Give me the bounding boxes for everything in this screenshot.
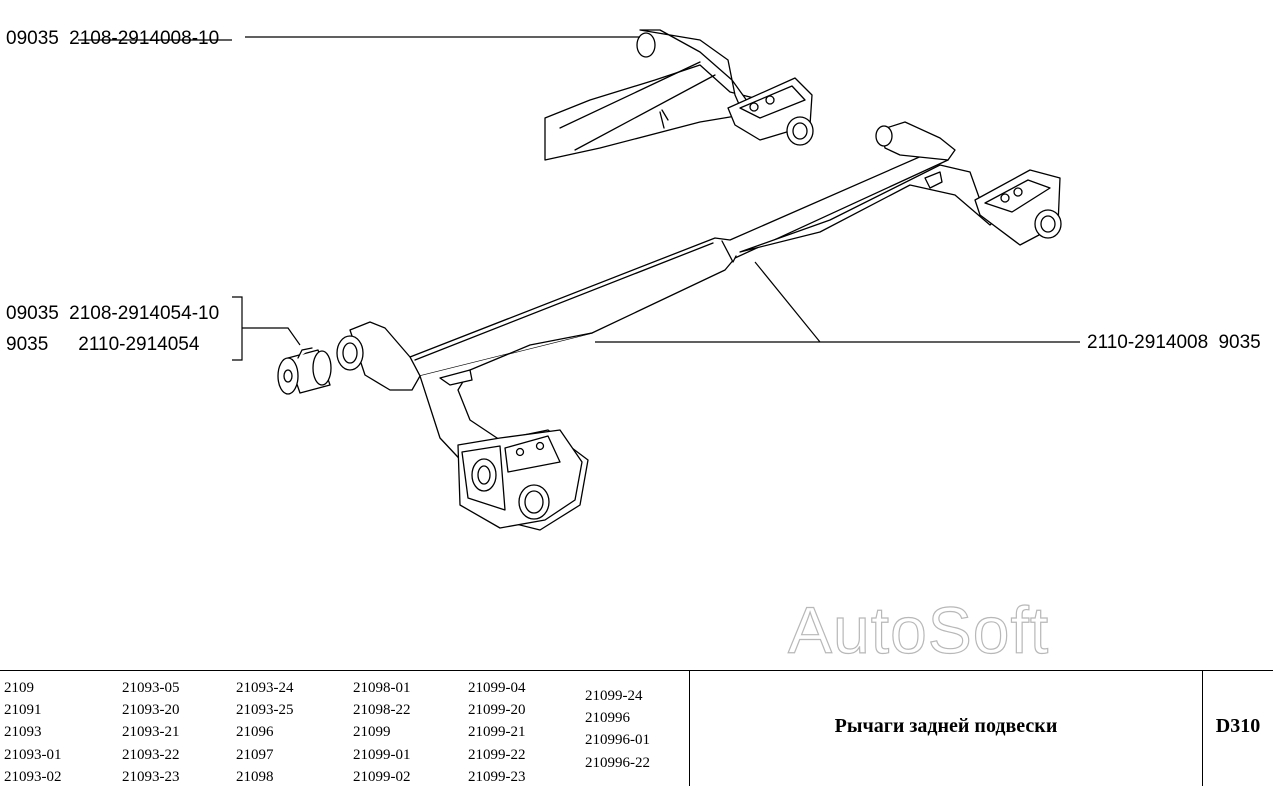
model-column: 21093-05 21093-20 21093-21 21093-22 2109…: [122, 677, 180, 788]
model-code: 21099-22: [468, 746, 526, 763]
callout-beam: 2110-2914008 9035: [1087, 333, 1261, 352]
model-code: 21098-22: [353, 702, 411, 719]
model-code: 210996-01: [585, 732, 650, 749]
divider: [1202, 671, 1203, 786]
model-code: 21093-24: [236, 680, 294, 696]
callout-top: 09035 2108-2914008-10: [6, 29, 219, 48]
watermark-text: AutoSoft: [787, 592, 1050, 667]
model-code: 21096: [236, 724, 274, 741]
leader-line-beam: [595, 261, 1080, 343]
model-code: 2109: [4, 680, 34, 696]
callout-bushing-2: 9035 2110-2914054: [6, 335, 199, 354]
model-list: 2109 21091 21093 21093-01 21093-02 21093…: [0, 671, 689, 786]
model-code: 21093-23: [122, 768, 180, 785]
model-code: 21099-24: [585, 688, 643, 704]
model-column: 21093-24 21093-25 21096 21097 21098: [236, 677, 294, 788]
model-code: 21093-05: [122, 680, 180, 696]
model-code: 21099-21: [468, 724, 526, 741]
callout-bushing-2-part: 2110-2914054: [78, 334, 200, 355]
callout-bushing-2-code: 9035: [6, 334, 49, 355]
model-column: 21099-24 210996 210996-01 210996-22: [585, 685, 650, 774]
page-code: D310: [1215, 715, 1261, 737]
callout-top-part: 2108-2914008-10: [69, 28, 220, 49]
callout-top-code: 09035: [6, 28, 59, 49]
model-column: 21099-04 21099-20 21099-21 21099-22 2109…: [468, 677, 526, 788]
model-code: 21099: [353, 724, 391, 741]
model-code: 21099-02: [353, 768, 411, 785]
model-code: 21093-01: [4, 746, 62, 763]
model-code: 21093-02: [4, 768, 62, 785]
page-title: Рычаги задней подвески: [834, 715, 1058, 737]
upper-trailing-arm-drawing: [544, 29, 814, 161]
main-beam-drawing: [349, 121, 1062, 531]
leader-line-bushing: [232, 296, 301, 361]
model-code: 21093-25: [236, 702, 294, 719]
callout-beam-part: 2110-2914008: [1087, 332, 1209, 353]
callout-bushing-1-part: 2108-2914054-10: [69, 303, 220, 324]
model-code: 21097: [236, 746, 274, 763]
model-code: 21093-21: [122, 724, 180, 741]
front-bushing-mount-drawing: [336, 335, 583, 529]
callout-bushing-1-code: 09035: [6, 303, 59, 324]
model-column: 21098-01 21098-22 21099 21099-01 21099-0…: [353, 677, 411, 788]
callout-bushing-1: 09035 2108-2914054-10: [6, 304, 219, 323]
model-code: 21099-01: [353, 746, 411, 763]
model-code: 210996-22: [585, 754, 650, 771]
model-code: 21099-04: [468, 680, 526, 696]
model-code: 21099-23: [468, 768, 526, 785]
model-code: 21093-20: [122, 702, 180, 719]
divider: [689, 671, 690, 786]
model-code: 210996: [585, 710, 630, 727]
model-code: 21098: [236, 768, 274, 785]
model-code: 21098-01: [353, 680, 411, 696]
suspension-drawing: [78, 29, 1080, 531]
footer-table: 2109 21091 21093 21093-01 21093-02 21093…: [0, 670, 1273, 786]
bushing-drawing: [277, 347, 332, 395]
model-code: 21093: [4, 724, 42, 741]
model-code: 21099-20: [468, 702, 526, 719]
model-column: 2109 21091 21093 21093-01 21093-02: [4, 677, 62, 788]
model-code: 21093-22: [122, 746, 180, 763]
callout-beam-code: 9035: [1218, 332, 1261, 353]
model-code: 21091: [4, 702, 42, 719]
